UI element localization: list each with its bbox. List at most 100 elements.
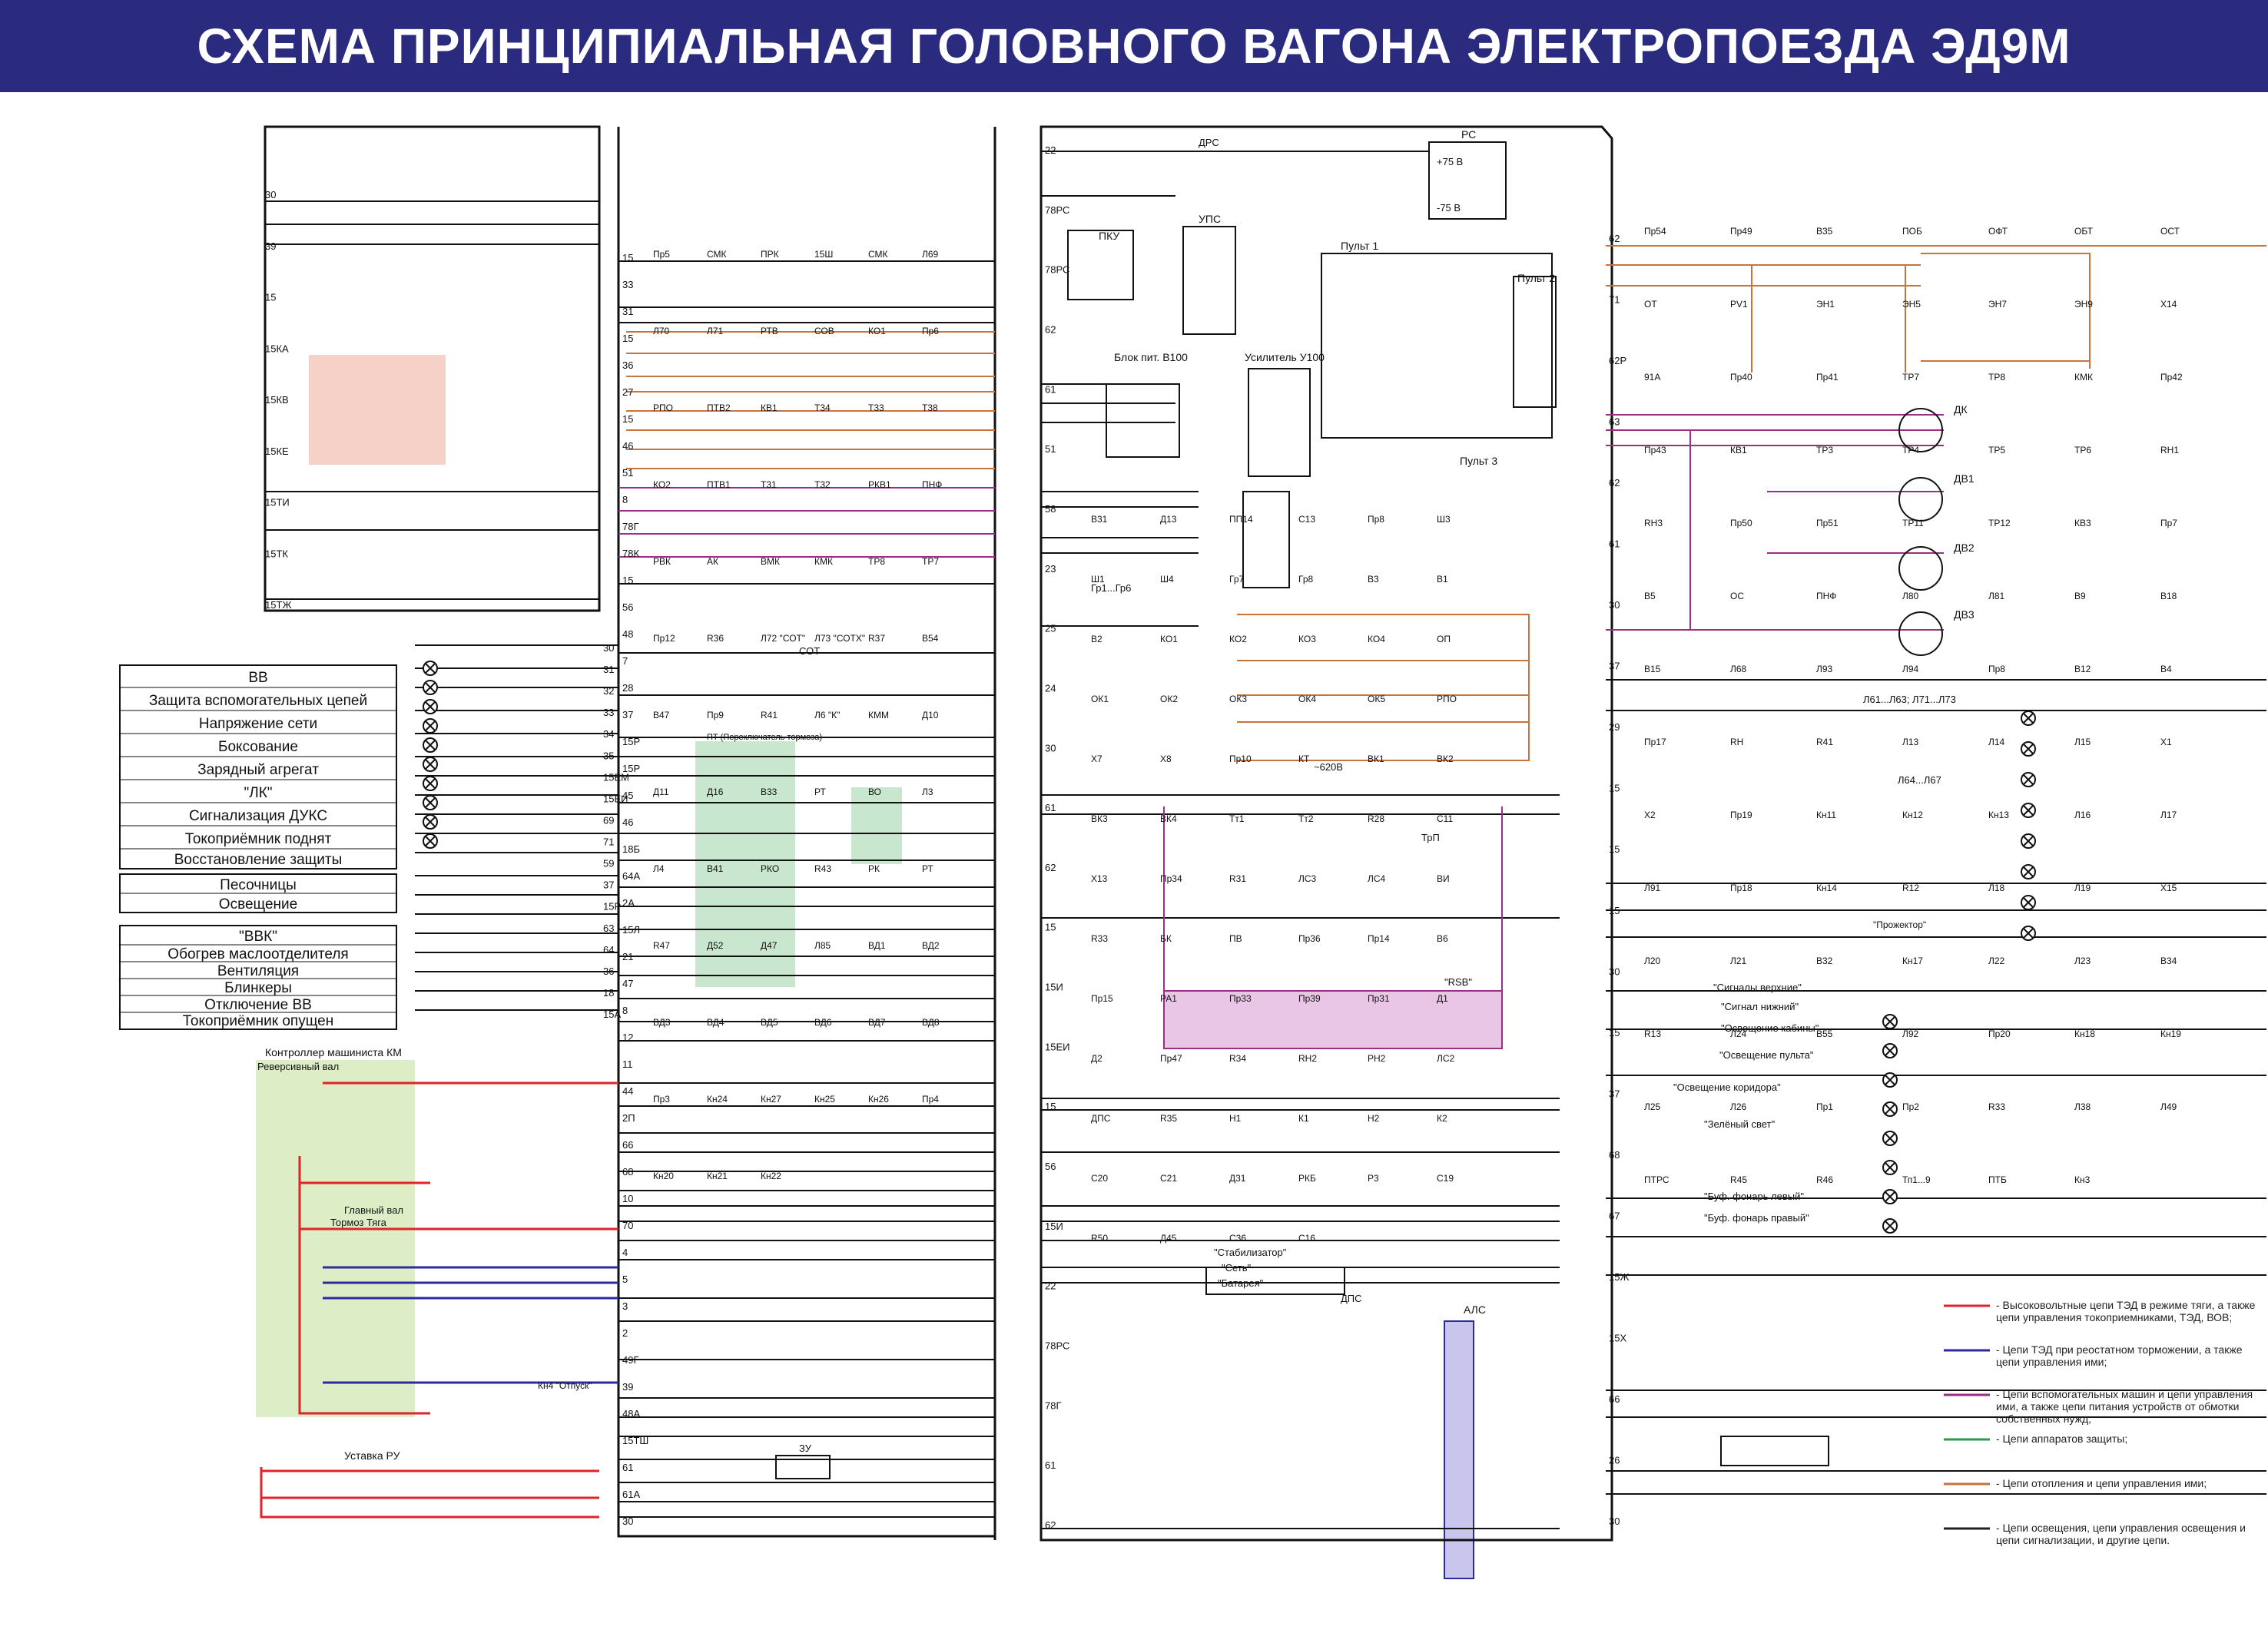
wire-number: 36 xyxy=(603,966,614,977)
component-label: РВК xyxy=(653,556,671,567)
tp-label: ТрП xyxy=(1421,832,1440,843)
component-label: БК xyxy=(1160,933,1172,944)
wire-number: 64 xyxy=(603,944,614,956)
component-label: КО2 xyxy=(1229,634,1247,644)
panel-row: "ВВК" xyxy=(239,929,277,945)
component-label: RН xyxy=(1730,737,1743,747)
wire-number: 15ЕИ xyxy=(1045,1041,1069,1052)
component-label: Пр4 xyxy=(922,1094,939,1105)
component-label: Пр17 xyxy=(1644,737,1666,747)
legend-text: - Цепи аппаратов защиты; xyxy=(1996,1433,2127,1445)
component-label: С19 xyxy=(1437,1173,1454,1184)
component-label: КВ1 xyxy=(1730,445,1747,455)
component-label: С20 xyxy=(1091,1173,1108,1184)
component-label: В18 xyxy=(2160,591,2177,601)
pult2-label: Пульт 2 xyxy=(1517,272,1555,284)
wire-number: 15ТК xyxy=(265,548,288,559)
component-label: В4 xyxy=(2160,664,2172,674)
wire-number: 29 xyxy=(1609,721,1620,733)
component-label: ВД7 xyxy=(868,1017,886,1028)
component-label: Л18 xyxy=(1988,883,2005,893)
component-label: В9 xyxy=(2074,591,2086,601)
tp-switch-label: ПТ (Переключатель тормоза) xyxy=(707,733,822,742)
wire-number: 15КА xyxy=(265,343,289,354)
wire-number: 46 xyxy=(622,816,633,828)
component-label: ОК3 xyxy=(1229,694,1247,704)
component-label: Пр15 xyxy=(1091,993,1113,1004)
wire-number: 22 xyxy=(1045,144,1056,156)
wire-number: 25 xyxy=(1045,623,1056,634)
wire-number: 78К xyxy=(622,548,639,559)
diagram-title: СХЕМА ПРИНЦИПИАЛЬНАЯ ГОЛОВНОГО ВАГОНА ЭЛ… xyxy=(197,18,2071,74)
component-label: R46 xyxy=(1816,1174,1833,1185)
component-label: Л92 xyxy=(1902,1028,1919,1039)
component-label: ПТВ2 xyxy=(707,402,731,413)
wire-number: 37 xyxy=(1609,1088,1620,1099)
component-label: В1 xyxy=(1437,574,1448,585)
component-label: КВ1 xyxy=(761,402,778,413)
component-label: R13 xyxy=(1644,1028,1661,1039)
component-label: ЛС3 xyxy=(1298,873,1317,884)
wire-number: 61А xyxy=(622,1489,640,1500)
component-label: РА1 xyxy=(1160,993,1177,1004)
component-label: ВК1 xyxy=(1368,754,1384,764)
component-label: РV1 xyxy=(1730,299,1748,310)
component-label: РТ xyxy=(922,863,933,874)
panel-row: Отключение ВВ xyxy=(204,997,312,1013)
component-label: Кн22 xyxy=(761,1171,781,1181)
component-label: 15Ш xyxy=(814,249,833,260)
als-label: АЛС xyxy=(1464,1303,1486,1316)
component-label: ОП xyxy=(1437,634,1451,644)
component-label: Пр8 xyxy=(1368,514,1384,525)
rsb-label: "RSB" xyxy=(1444,976,1472,988)
wire-number: 64А xyxy=(622,870,640,882)
component-label: Л20 xyxy=(1644,956,1661,966)
wire-number: 15Р xyxy=(622,763,640,774)
wire-number: 8 xyxy=(622,494,628,505)
component-label: В5 xyxy=(1644,591,1656,601)
component-label: СМК xyxy=(707,249,727,260)
component-label: Пр14 xyxy=(1368,933,1390,944)
component-label: Л4 xyxy=(653,863,665,874)
signal-panel: ВВ Защита вспомогательных цепей Напряжен… xyxy=(119,664,397,1030)
component-label: ПОБ xyxy=(1902,226,1922,237)
lamp-icon xyxy=(2021,895,2036,910)
motor-label: ДВ3 xyxy=(1954,608,1975,621)
wire-number: 61 xyxy=(1609,538,1620,550)
wire-number: 37 xyxy=(603,879,614,891)
component-label: Пр51 xyxy=(1816,518,1839,528)
component-label: Пр50 xyxy=(1730,518,1752,528)
wire-number: 5 xyxy=(622,1274,628,1285)
component-label: ОК5 xyxy=(1368,694,1385,704)
panel-row: ВВ xyxy=(248,670,267,686)
motor-symbols xyxy=(1898,408,1943,656)
wire-number: 51 xyxy=(622,467,633,479)
component-label: Х1 xyxy=(2160,737,2172,747)
zu-label: ЗУ xyxy=(799,1443,812,1454)
main-shaft-label: Главный вал xyxy=(344,1204,403,1216)
wire-number: 3 xyxy=(622,1300,628,1312)
lamp-icon xyxy=(1882,1101,1898,1117)
component-label: Л6 "К" xyxy=(814,710,840,720)
component-label: 91А xyxy=(1644,372,1660,383)
component-label: Пр18 xyxy=(1730,883,1752,893)
component-label: ОК4 xyxy=(1298,694,1316,704)
component-label: Пр36 xyxy=(1298,933,1321,944)
component-label: ВД3 xyxy=(653,1017,671,1028)
component-label: ОК2 xyxy=(1160,694,1178,704)
component-label: Л73 "СОТХ" xyxy=(814,633,865,644)
lamp-group-label: Л61...Л63; Л71...Л73 xyxy=(1863,694,1956,705)
component-label: R28 xyxy=(1368,813,1384,824)
lamp-icon xyxy=(1882,1043,1898,1058)
component-label: Пр34 xyxy=(1160,873,1182,884)
legend-text: - Цепи ТЭД при реостатном торможении, а … xyxy=(1996,1343,2243,1368)
wire-number: 56 xyxy=(1045,1161,1056,1172)
component-label: Кн21 xyxy=(707,1171,728,1181)
wire-number: 78РС xyxy=(1045,1340,1069,1352)
component-label: ПВ xyxy=(1229,933,1242,944)
cab-light-label: "Освещение кабины" xyxy=(1721,1022,1819,1034)
wire-number: 15Ж xyxy=(1609,1271,1629,1283)
wire-number: 15Р xyxy=(622,736,640,747)
component-label: Гр8 xyxy=(1298,574,1313,585)
